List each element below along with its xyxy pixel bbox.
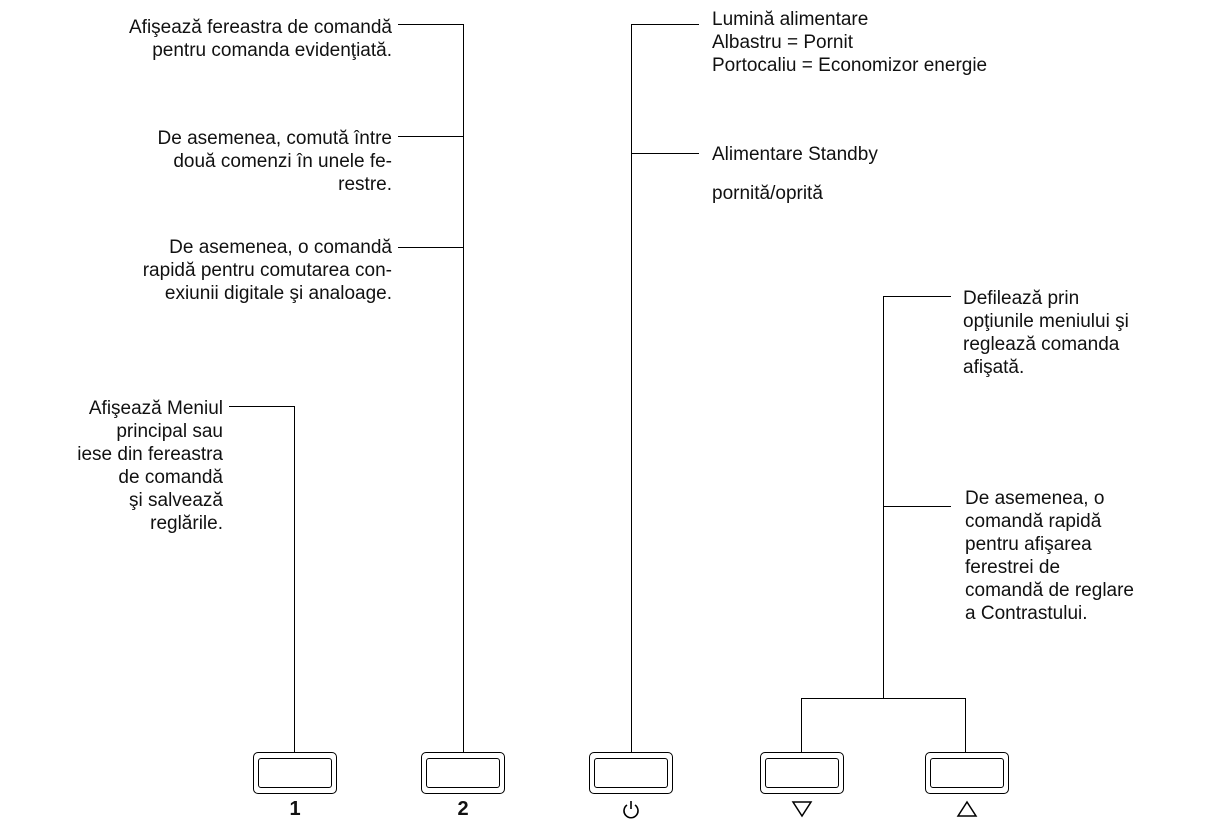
button-1-label: 1 xyxy=(289,798,301,820)
button-2-label: 2 xyxy=(457,798,469,820)
triangle-down-icon xyxy=(791,801,813,818)
leader-line xyxy=(883,296,885,698)
leader-line xyxy=(398,136,464,138)
leader-line xyxy=(398,247,464,249)
button-2-description-main: Afişează fereastra de comandă pentru com… xyxy=(129,17,392,61)
leader-line xyxy=(229,406,295,408)
leader-line xyxy=(631,153,699,155)
button-2-description-toggle: De asemenea, comută între două comenzi î… xyxy=(157,128,392,195)
leader-line xyxy=(294,406,296,753)
leader-line xyxy=(398,24,464,26)
power-standby-state: pornită/oprită xyxy=(712,183,823,204)
power-standby-label: Alimentare Standby xyxy=(712,144,878,165)
leader-line xyxy=(883,296,951,298)
button-1[interactable] xyxy=(253,752,337,794)
arrow-buttons-description: Defilează prin opţiunile meniului şi reg… xyxy=(963,288,1129,378)
leader-line xyxy=(631,24,633,753)
triangle-up-icon xyxy=(956,800,978,817)
leader-line xyxy=(463,24,465,753)
leader-line xyxy=(631,24,699,26)
arrow-buttons-contrast-shortcut: De asemenea, o comandă rapidă pentru afi… xyxy=(965,488,1134,624)
leader-line xyxy=(801,698,966,700)
down-arrow-button[interactable] xyxy=(760,752,844,794)
power-icon xyxy=(623,801,639,819)
power-light-description: Lumină alimentare Albastru = Pornit Port… xyxy=(712,9,988,76)
button-2[interactable] xyxy=(421,752,505,794)
leader-line xyxy=(883,506,951,508)
leader-line xyxy=(965,698,967,753)
button-2-description-input-shortcut: De asemenea, o comandă rapidă pentru com… xyxy=(142,237,392,304)
leader-line xyxy=(801,698,803,753)
up-arrow-button[interactable] xyxy=(925,752,1009,794)
button-1-description: Afişează Meniul principal sau iese din f… xyxy=(77,398,223,534)
power-button[interactable] xyxy=(589,752,673,794)
